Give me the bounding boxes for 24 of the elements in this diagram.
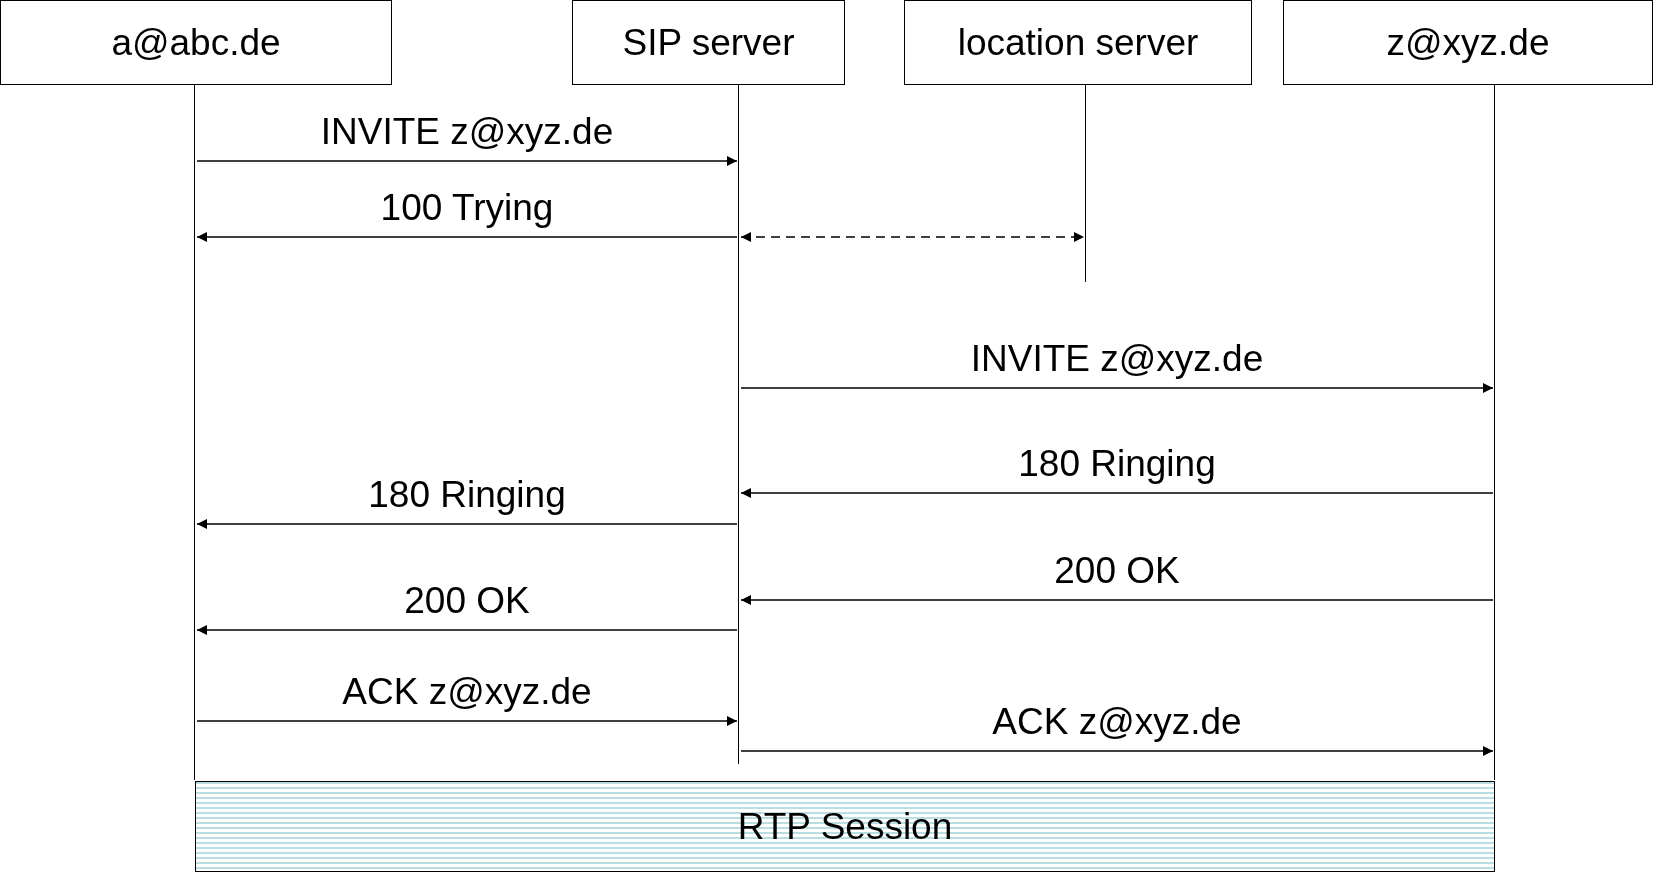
lifeline (1493, 85, 1497, 780)
message-arrow (196, 156, 738, 166)
message-arrow (740, 383, 1494, 393)
participant-box (1283, 0, 1653, 85)
participant-name: a@abc.de (111, 21, 281, 64)
message-arrow (196, 232, 738, 242)
message-arrow (196, 519, 738, 529)
participant-box (904, 0, 1252, 85)
participant-name: location server (957, 21, 1199, 64)
session-label: RTP Session (737, 805, 953, 848)
message-arrow (740, 746, 1494, 756)
message-arrow (196, 716, 738, 726)
participant-box (572, 0, 845, 85)
lifeline (193, 85, 197, 780)
dashed-arrow (740, 232, 1085, 242)
message-arrow (740, 595, 1494, 605)
participant-name: SIP server (622, 21, 795, 64)
message-arrow (196, 625, 738, 635)
session-band (195, 781, 1495, 872)
lifeline (1084, 85, 1088, 282)
participant-box (0, 0, 392, 85)
participant-name: z@xyz.de (1386, 21, 1550, 64)
lifeline (737, 85, 741, 764)
message-arrow (740, 488, 1494, 498)
